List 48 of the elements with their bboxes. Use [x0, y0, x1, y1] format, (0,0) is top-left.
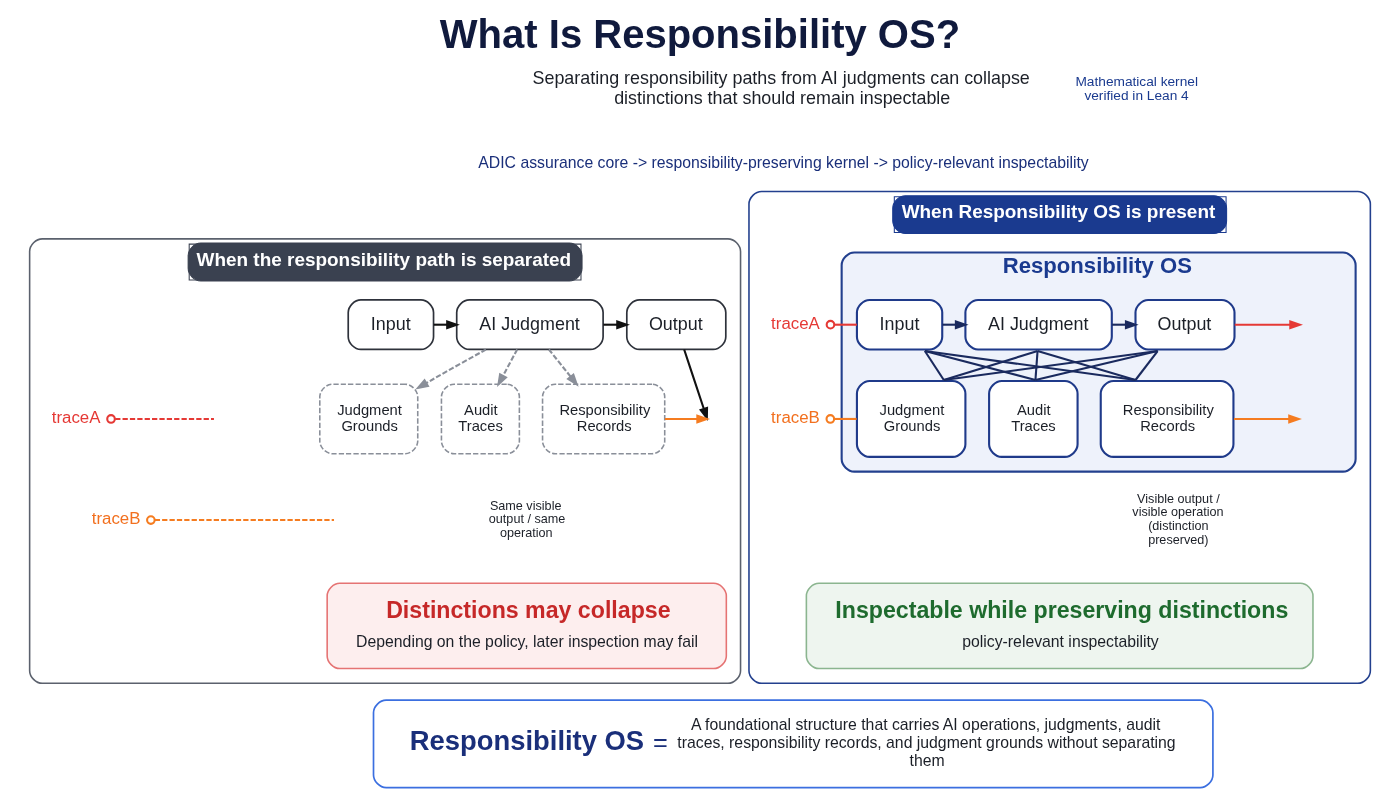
node-box: Input [855, 298, 944, 351]
connector [1037, 350, 1136, 381]
arrow [1233, 414, 1302, 424]
node-box: Audit Traces [440, 383, 521, 455]
node-text: traceA [51, 407, 101, 427]
label: Same visible output / same operation [488, 498, 566, 541]
label: Visible output / visible operation (distinction preserved) [1132, 491, 1224, 547]
node-box: Responsibility Records [541, 383, 666, 455]
arrow [497, 349, 519, 387]
connector [154, 519, 334, 522]
node-text: traceB [771, 407, 820, 427]
arrow [415, 348, 487, 390]
node-box: Inspectable while preserving distinctions policy-relevant inspectability [805, 582, 1314, 670]
arrow [603, 319, 630, 330]
connector [924, 350, 1136, 382]
connector [943, 350, 1158, 382]
label: Mathematical kernel verified in Lean 4 [1075, 73, 1198, 104]
node-box: Input [347, 299, 435, 351]
arrow [1234, 319, 1303, 330]
connector [1034, 350, 1039, 381]
node-box: Audit Traces [988, 380, 1079, 458]
connector [1134, 350, 1159, 381]
node-box: Output [1134, 298, 1236, 351]
node-box: Responsibility Records [1099, 380, 1235, 458]
node-box: Judgment Grounds [319, 383, 419, 455]
node-box: Output [625, 299, 727, 351]
node-box: Responsibility OS = A foundational structure that carries AI operations, judgments, audit traces, responsibility records, and judgment grounds without separating them [372, 699, 1214, 789]
connector [825, 319, 857, 330]
connector [924, 350, 1036, 381]
connector [1035, 350, 1158, 381]
arrow [683, 349, 709, 421]
node-box: AI Judgment [964, 298, 1113, 351]
connector [923, 350, 945, 381]
diagram-title: What Is Responsibility OS? [439, 11, 961, 56]
connector [825, 414, 857, 424]
connector [943, 350, 1038, 381]
arrow [1112, 319, 1139, 330]
node-text: traceB [91, 509, 141, 529]
arrow [942, 319, 969, 330]
node-box: Judgment Grounds [855, 380, 967, 458]
node-box: AI Judgment [455, 299, 604, 351]
connector [115, 417, 214, 420]
arrow [548, 348, 579, 387]
node-text: traceA [771, 313, 820, 333]
label: Separating responsibility paths from AI judgments can collapse distinctions that should remain inspectable [532, 67, 1030, 108]
node-box: Distinctions may collapse Depending on the policy, later inspection may fail [326, 582, 728, 670]
label: ADIC assurance core -> responsibility-preserving kernel -> policy-relevant inspectability [478, 153, 1089, 171]
arrow [664, 414, 711, 424]
